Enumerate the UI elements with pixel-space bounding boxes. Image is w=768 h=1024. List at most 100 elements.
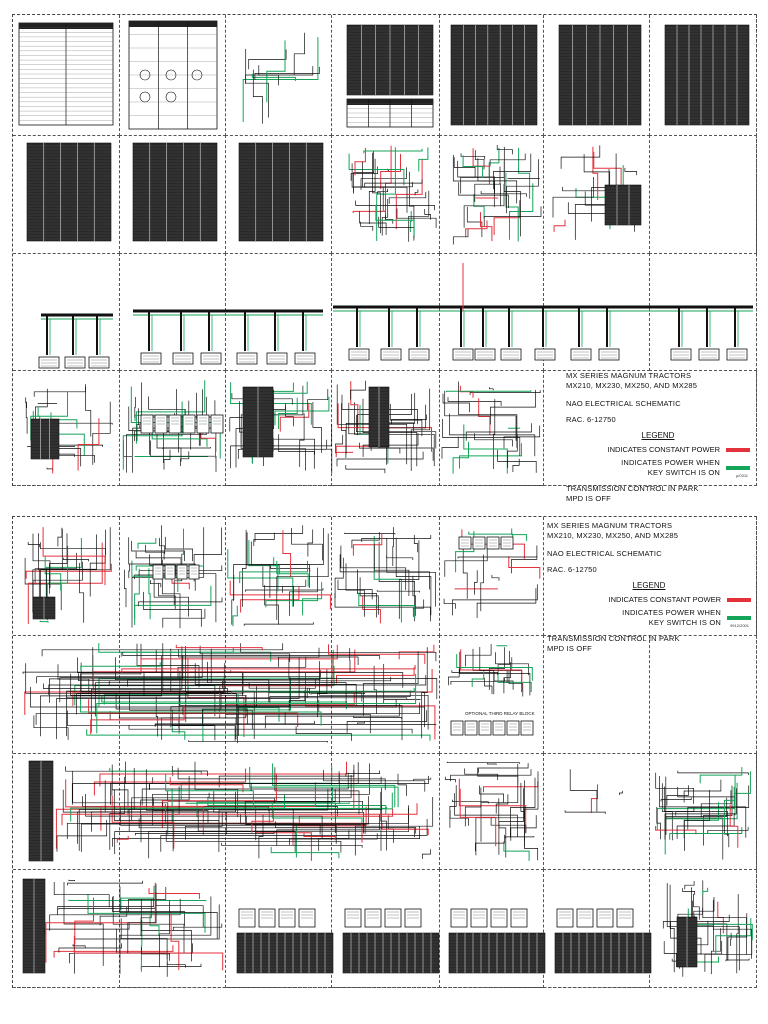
electrical-component: [598, 348, 620, 361]
wire-trace: [386, 538, 436, 607]
electrical-component: [294, 352, 316, 365]
wire-trace: [665, 797, 728, 835]
electrical-component: [520, 720, 534, 736]
wire-trace: [593, 151, 622, 185]
wire-trace: [85, 794, 323, 839]
legend-condition-line-1: TRANSMISSION CONTROL IN PARK: [566, 484, 699, 493]
wire-trace: [376, 589, 420, 593]
legend-schematic-name: NAO ELECTRICAL SCHEMATIC: [566, 399, 681, 408]
electrical-component: [140, 352, 162, 365]
schematic-zone: [119, 135, 226, 254]
wire-trace: [508, 556, 541, 579]
wire-trace: [364, 179, 423, 187]
wire-trace: [230, 423, 333, 469]
wire-trace: [74, 904, 220, 974]
wire-trace: [298, 808, 394, 824]
wire-trace: [248, 49, 287, 70]
wire-trace: [167, 790, 363, 812]
wire-trace: [207, 661, 347, 704]
wire-trace: [489, 387, 494, 391]
wire-trace: [335, 434, 344, 454]
wire-trace: [684, 790, 710, 851]
wire-trace: [218, 764, 355, 788]
wire-trace: [305, 672, 436, 740]
wire-trace: [341, 403, 347, 458]
electrical-component: [172, 352, 194, 365]
wire-trace: [691, 887, 728, 961]
wire-trace: [92, 401, 111, 465]
wire-trace: [355, 200, 435, 211]
wire-trace: [490, 389, 536, 425]
wire-trace: [378, 541, 415, 622]
wire-trace: [46, 467, 53, 471]
wire-trace: [656, 786, 735, 831]
wire-trace: [480, 191, 527, 197]
wire-trace: [265, 593, 318, 608]
wire-trace: [360, 167, 407, 190]
wire-trace: [276, 813, 380, 846]
wire-trace: [373, 544, 410, 596]
wire-trace: [150, 580, 162, 588]
wire-trace: [67, 880, 143, 886]
wire-trace: [262, 566, 294, 607]
wire-trace: [41, 643, 284, 657]
wire-trace: [62, 557, 89, 562]
wire-trace: [39, 620, 49, 623]
wire-trace: [487, 763, 497, 765]
wire-trace: [162, 608, 206, 628]
wire-trace: [114, 808, 294, 855]
schematic-zone: [119, 370, 226, 486]
wire-trace: [94, 648, 212, 717]
wire-trace: [660, 797, 692, 802]
wire-trace: [392, 527, 394, 566]
schematic-zone: [119, 869, 226, 988]
wire-trace: [74, 897, 94, 945]
schematic-zone: [543, 517, 757, 636]
wire-trace: [465, 220, 488, 238]
wire-trace: [170, 685, 257, 728]
wire-trace: [123, 440, 133, 473]
wire-trace: [669, 827, 743, 840]
wire-trace: [159, 537, 166, 554]
wire-trace: [665, 776, 724, 860]
wire-trace: [474, 570, 478, 595]
wire-trace: [148, 888, 200, 899]
wire-trace: [158, 582, 176, 609]
legend-constant-power-label: INDICATES CONSTANT POWER: [607, 445, 720, 454]
wire-trace: [479, 785, 504, 803]
wire-trace: [655, 772, 694, 804]
schematic-zone: [225, 517, 332, 636]
wire-trace: [483, 781, 539, 793]
wire-trace: [270, 847, 340, 859]
wire-trace: [112, 896, 185, 927]
electrical-component: [474, 348, 496, 361]
legend-title-line-2: MX210, MX230, MX250, AND MX285: [547, 531, 679, 540]
wire-trace: [202, 692, 222, 726]
wire-trace: [334, 593, 431, 622]
wire-trace: [462, 547, 468, 599]
wire-trace: [240, 813, 321, 835]
wire-trace: [245, 66, 314, 84]
wire-trace: [336, 451, 354, 454]
wire-trace: [276, 533, 329, 620]
wire-trace: [453, 157, 476, 178]
wire-trace: [447, 397, 502, 406]
wire-trace: [422, 849, 431, 859]
wire-trace: [99, 761, 347, 787]
wire-trace: [231, 574, 235, 625]
legend-key-power-line-2: KEY SWITCH IS ON: [648, 618, 721, 627]
wire-trace: [469, 390, 541, 395]
wire-trace: [496, 145, 513, 155]
wire-trace: [734, 771, 751, 816]
wire-trace: [306, 679, 316, 698]
schematic-zone: [543, 869, 650, 988]
wire-trace: [282, 530, 292, 577]
wire-trace: [303, 832, 336, 841]
wire-trace: [80, 698, 322, 726]
wire-trace: [592, 146, 599, 200]
wire-trace: [446, 761, 520, 764]
wire-trace: [112, 830, 350, 847]
wire-trace: [57, 898, 155, 915]
wire-trace: [53, 882, 110, 908]
wire-trace: [362, 398, 418, 467]
